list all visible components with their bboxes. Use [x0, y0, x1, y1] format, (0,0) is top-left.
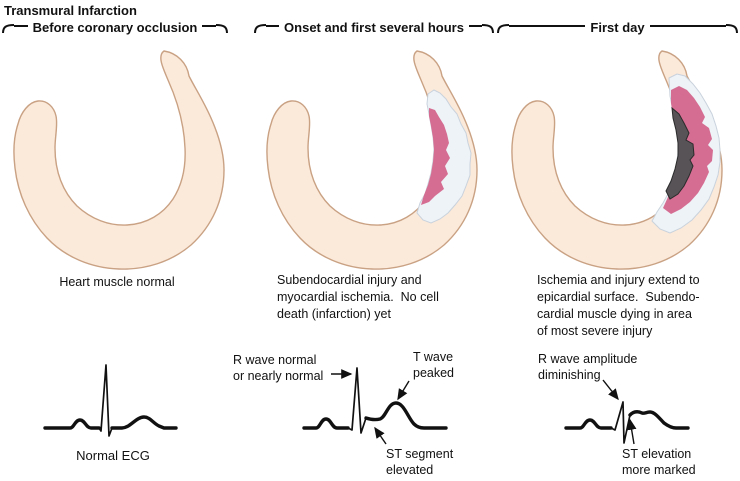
column-header-label: Onset and first several hours — [284, 20, 464, 35]
bracket-rule — [266, 25, 280, 27]
bracket-right — [202, 20, 228, 34]
ecg-qrs-complex — [347, 367, 367, 434]
column-header-onset: Onset and first several hours — [254, 20, 494, 38]
ecg-p-wave — [564, 418, 613, 430]
ecg-st-and-t-wave — [364, 401, 448, 430]
heart-subendocardial-injury-illustration — [266, 50, 478, 270]
caption-subendocardial-injury: Subendocardial injury and myocardial isc… — [277, 273, 439, 321]
annotation-st-segment-elevated: ST segment elevated — [386, 447, 454, 477]
annotation-r-wave-diminishing: R wave amplitude diminishing — [538, 352, 638, 382]
bracket-curl-icon — [254, 24, 266, 34]
bracket-curl-icon — [482, 24, 494, 34]
ecg-p-wave — [43, 418, 101, 430]
bracket-left — [2, 20, 28, 34]
ecg-label-normal: Normal ECG — [76, 448, 150, 463]
heart-transmural-injury-illustration — [511, 50, 723, 270]
bracket-right — [649, 20, 738, 34]
caption-heart-normal: Heart muscle normal — [59, 275, 175, 289]
bracket-rule — [649, 25, 726, 27]
ecg-p-wave — [302, 417, 350, 430]
first-day-ecg-trace — [564, 401, 690, 444]
column-header-before-occlusion: Before coronary occlusion — [2, 20, 228, 38]
bracket-left — [497, 20, 586, 34]
bracket-curl-icon — [2, 24, 14, 34]
bracket-curl-icon — [726, 24, 738, 34]
heart-normal-illustration — [13, 50, 225, 270]
bracket-right — [468, 20, 494, 34]
infarct-region — [665, 106, 695, 200]
normal-ecg-trace — [43, 364, 178, 437]
injury-region — [421, 108, 450, 205]
ecg-st-and-t-wave — [628, 410, 690, 430]
column-header-label: First day — [590, 20, 645, 35]
caption-transmural-injury: Ischemia and injury extend to epicardial… — [537, 273, 700, 338]
bracket-curl-icon — [216, 24, 228, 34]
ecg-t-wave — [110, 415, 178, 430]
bracket-rule — [14, 25, 28, 27]
bracket-curl-icon — [497, 24, 509, 34]
annotation-st-elevation-marked: ST elevation more marked — [622, 447, 696, 477]
ecg-qrs-complex — [610, 401, 631, 444]
annotation-r-wave-normal: R wave normal or nearly normal — [233, 353, 324, 383]
bracket-rule — [202, 25, 216, 27]
heart-muscle-shape — [13, 50, 225, 270]
figure-title: Transmural Infarction — [4, 3, 137, 18]
annotation-t-wave-peaked: T wave peaked — [413, 350, 455, 380]
bracket-rule — [468, 25, 482, 27]
bracket-rule — [509, 25, 586, 27]
onset-ecg-trace — [302, 367, 448, 434]
column-header-first-day: First day — [497, 20, 738, 38]
ecg-qrs-complex — [98, 364, 113, 437]
column-header-label: Before coronary occlusion — [32, 20, 198, 35]
bracket-left — [254, 20, 280, 34]
